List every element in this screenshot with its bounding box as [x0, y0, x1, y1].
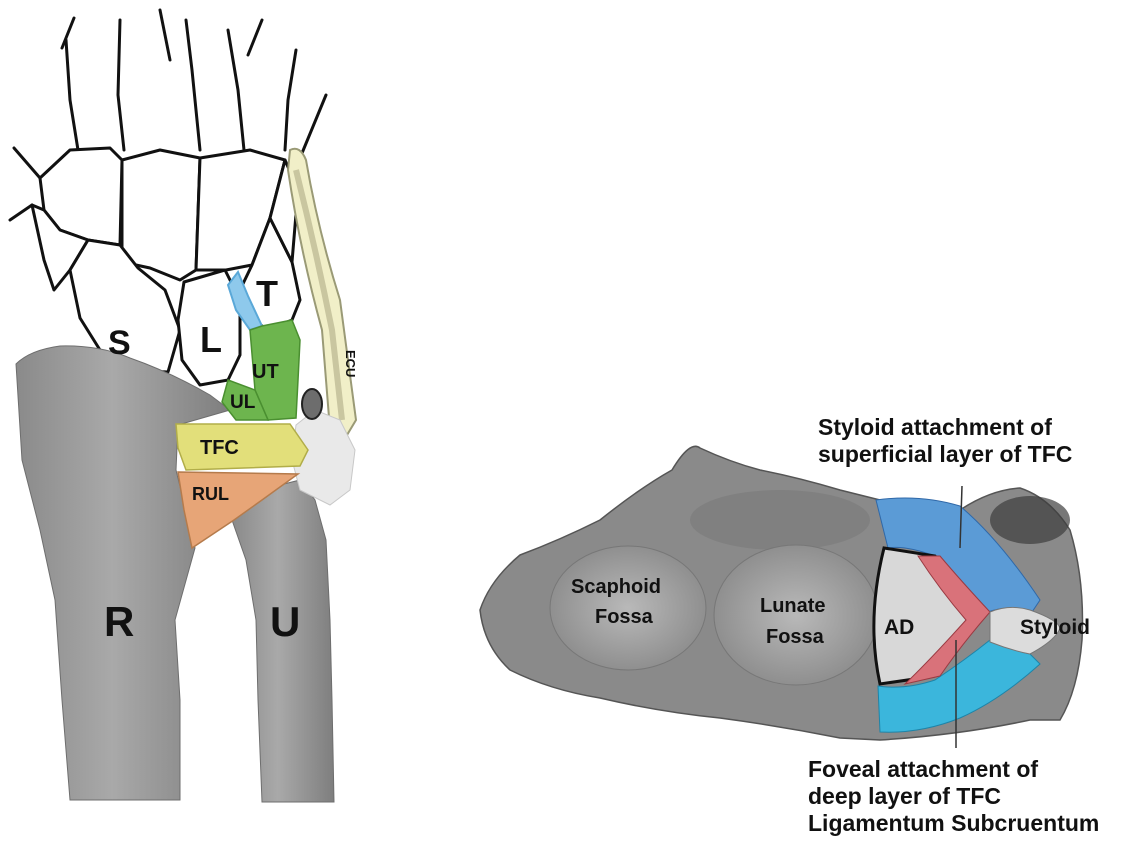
annotation-foveal-attachment: Foveal attachment of deep layer of TFC L… — [808, 756, 1099, 837]
label-scaphoid: S — [108, 324, 131, 362]
label-ul: UL — [230, 392, 256, 413]
label-lunate: L — [200, 319, 222, 360]
tfc-disc — [176, 424, 308, 470]
left-panel-wrist-coronal: S L T UT UL ECU TFC RUL R U — [10, 10, 358, 802]
annotation-styloid-attachment: Styloid attachment of superficial layer … — [818, 414, 1072, 468]
radius-bone — [16, 346, 230, 800]
label-articular-disc: AD — [884, 616, 914, 639]
label-rul: RUL — [192, 484, 229, 504]
right-panel-distal-radius-ulna-view: Scaphoid Fossa Lunate Fossa AD Styloid — [480, 446, 1090, 748]
annotation-line: Foveal attachment of — [808, 756, 1099, 783]
label-scaphoid-fossa-line1: Scaphoid — [571, 576, 661, 598]
annotation-line: Ligamentum Subcruentum — [808, 810, 1099, 837]
annotation-line: Styloid attachment of — [818, 414, 1072, 441]
surface-shade — [990, 496, 1070, 544]
label-lunate-fossa-line2: Fossa — [766, 626, 825, 648]
label-triquetrum: T — [256, 273, 278, 314]
label-styloid: Styloid — [1020, 616, 1090, 639]
label-ulna: U — [270, 598, 300, 645]
label-radius: R — [104, 598, 134, 645]
label-ecu: ECU — [343, 350, 358, 377]
ecu-groove-marker — [302, 389, 322, 419]
label-ut: UT — [252, 361, 279, 383]
label-scaphoid-fossa-line2: Fossa — [595, 606, 654, 628]
label-lunate-fossa-line1: Lunate — [760, 595, 826, 617]
annotation-line: superficial layer of TFC — [818, 441, 1072, 468]
annotation-line: deep layer of TFC — [808, 783, 1099, 810]
surface-shade — [690, 490, 870, 550]
label-tfc: TFC — [200, 437, 239, 459]
